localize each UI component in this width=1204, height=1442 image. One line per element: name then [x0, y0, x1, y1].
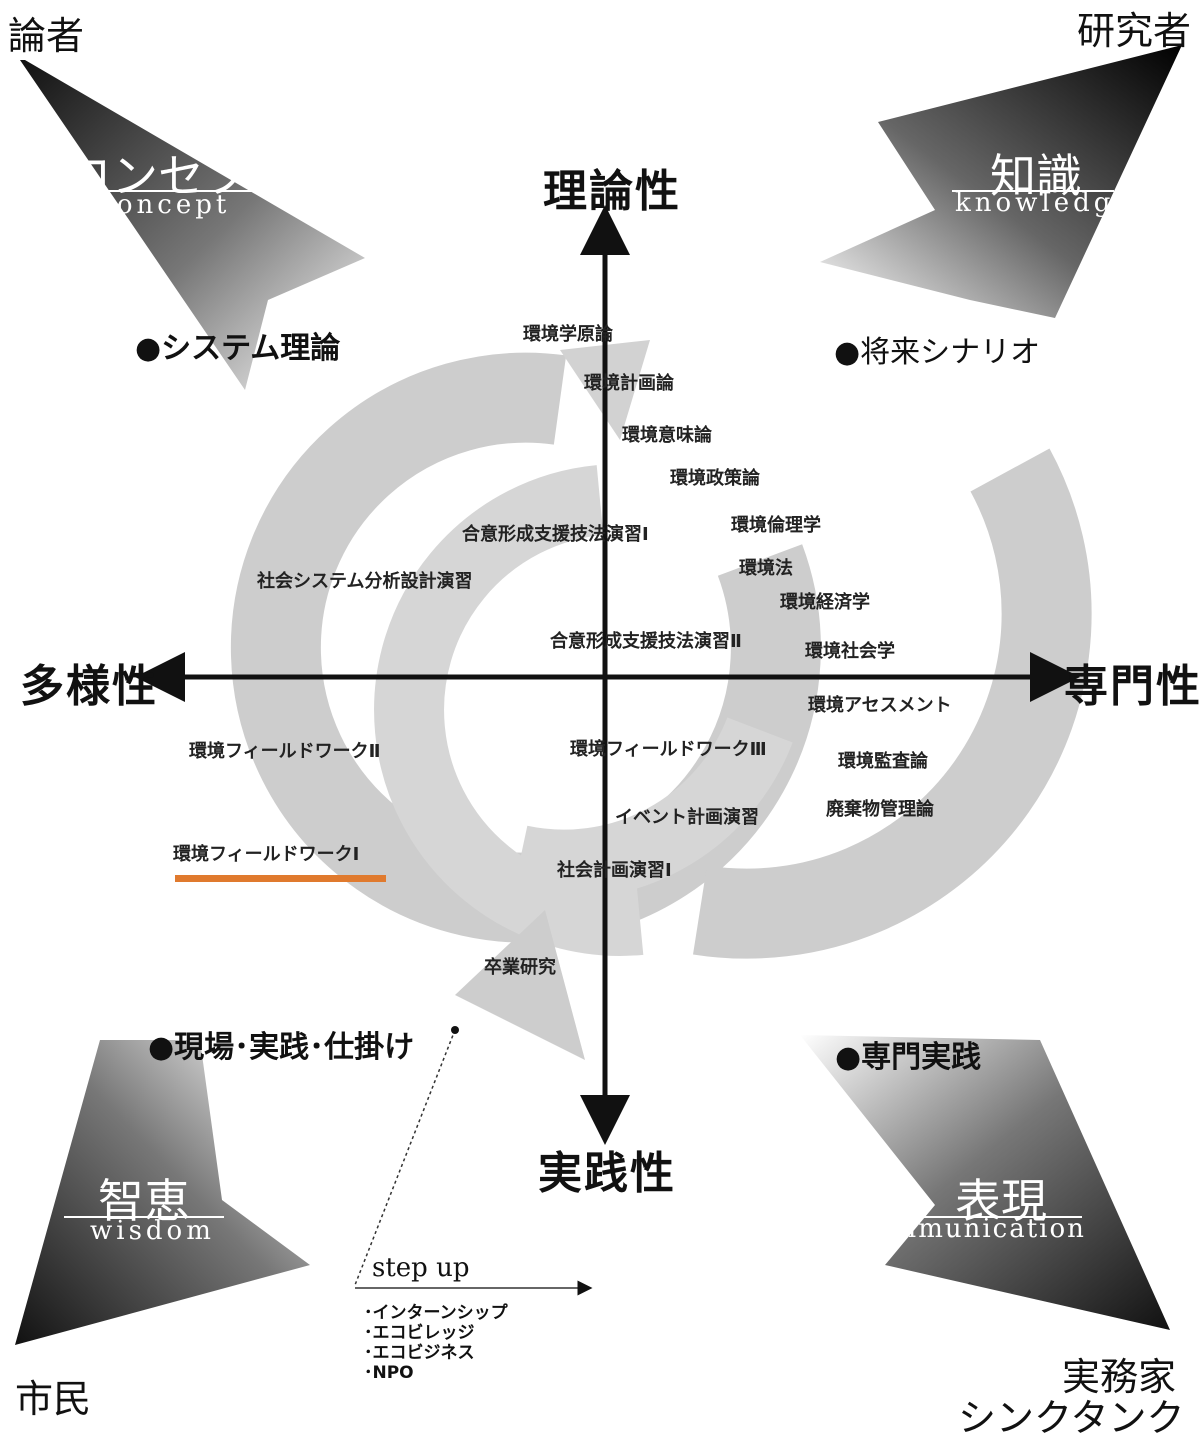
communication-rule — [852, 1216, 1082, 1218]
bullet-system-theory: ●システム理論 — [135, 331, 341, 366]
communication-title: 表現 — [955, 1174, 1047, 1228]
bullet-future-scenario: ●将来シナリオ — [834, 335, 1041, 370]
stepup-item: ･インターンシップ — [364, 1303, 508, 1323]
course-label: 環境社会学 — [805, 641, 895, 662]
concept-rule — [64, 190, 284, 192]
axis-label-left: 多様性 — [20, 661, 158, 712]
stepup-item: ･エコビレッジ — [364, 1323, 475, 1343]
course-label: 環境法 — [739, 558, 793, 579]
course-label: 環境学原論 — [523, 324, 613, 345]
course-label-highlighted: 環境フィールドワークⅠ — [173, 844, 360, 865]
course-label: 廃棄物管理論 — [826, 799, 934, 820]
knowledge-arrow — [820, 45, 1182, 318]
corner-label-bottom-right-2: シンクタンク — [958, 1396, 1185, 1440]
course-label: 合意形成支援技法演習Ⅰ — [462, 524, 649, 545]
bullet-specialist-practice: ●専門実践 — [835, 1040, 982, 1075]
course-label: 環境意味論 — [622, 425, 712, 446]
course-label: 環境監査論 — [838, 751, 928, 772]
course-label: 合意形成支援技法演習Ⅱ — [550, 631, 742, 652]
highlight-underline — [175, 875, 386, 882]
knowledge-subtitle: knowledge — [955, 188, 1134, 218]
course-label: 環境フィールドワークⅢ — [570, 739, 767, 760]
course-label: 環境政策論 — [670, 468, 760, 489]
corner-label-bottom-left: 市民 — [15, 1377, 92, 1421]
wisdom-subtitle: wisdom — [90, 1216, 215, 1246]
course-label: 環境経済学 — [780, 592, 870, 613]
knowledge-title: 知識 — [990, 149, 1082, 203]
communication-subtitle: Communication — [852, 1214, 1086, 1244]
corner-label-top-right: 研究者 — [1077, 9, 1192, 53]
concept-title: コンセプト — [66, 149, 296, 203]
stepup-dot — [451, 1026, 459, 1034]
communication-arrow — [800, 1035, 1170, 1330]
bullet-field-practice: ●現場･実践･仕掛け — [148, 1030, 415, 1065]
course-label: 社会システム分析設計演習 — [257, 571, 473, 592]
swirl-arrowhead — [455, 910, 585, 1060]
course-label: 環境計画論 — [584, 373, 674, 394]
wisdom-title: 智恵 — [98, 1174, 190, 1228]
swirl — [230, 352, 1092, 959]
course-label: イベント計画演習 — [615, 807, 759, 828]
concept-subtitle: Concept — [93, 190, 231, 220]
course-label: 環境アセスメント — [808, 695, 952, 716]
course-label: 卒業研究 — [484, 957, 556, 978]
axis-label-top: 理論性 — [543, 166, 681, 217]
axis-label-bottom: 実践性 — [538, 1148, 676, 1199]
course-label: 環境倫理学 — [731, 515, 821, 536]
course-label: 社会計画演習Ⅰ — [557, 860, 672, 881]
wisdom-arrow — [15, 1040, 310, 1345]
corner-label-bottom-right-1: 実務家 — [1062, 1355, 1177, 1399]
knowledge-rule — [952, 190, 1114, 192]
stepup-item: ･エコビジネス — [364, 1343, 475, 1363]
stepup-item: ･NPO — [364, 1363, 414, 1383]
corner-label-top-left: 論者 — [8, 14, 85, 58]
wisdom-rule — [64, 1216, 224, 1218]
concept-arrow — [20, 60, 365, 390]
course-label: 環境フィールドワークⅡ — [189, 741, 381, 762]
stepup-dotted-line — [354, 1029, 456, 1286]
stepup-label: step up — [372, 1253, 470, 1283]
axis-label-right: 専門性 — [1064, 661, 1202, 712]
